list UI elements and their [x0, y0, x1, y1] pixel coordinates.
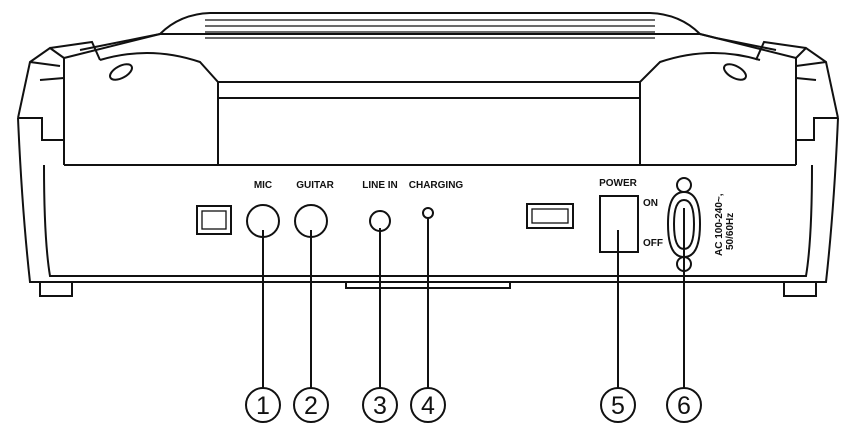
- ac-rating-label-line1: AC 100-240~,: [714, 193, 725, 256]
- callout-6: 6: [666, 387, 702, 423]
- line-in-label: LINE IN: [362, 180, 398, 191]
- callout-3-number: 3: [373, 392, 387, 420]
- charging-led: [422, 207, 434, 219]
- callout-4-number: 4: [421, 392, 435, 420]
- usb-port: [526, 203, 574, 229]
- callout-5: 5: [600, 387, 636, 423]
- callout-5-number: 5: [611, 392, 625, 420]
- callout-1: 1: [245, 387, 281, 423]
- off-label: OFF: [643, 238, 663, 249]
- power-label: POWER: [599, 178, 638, 189]
- on-label: ON: [643, 198, 658, 209]
- callout-1-number: 1: [256, 392, 270, 420]
- leader-lines: [262, 208, 685, 388]
- callout-3: 3: [362, 387, 398, 423]
- callout-4: 4: [410, 387, 446, 423]
- callout-6-number: 6: [677, 392, 691, 420]
- callout-2-number: 2: [304, 392, 318, 420]
- ac-rating-label-line2: 50/60Hz: [725, 213, 736, 250]
- optical-port: [196, 205, 232, 235]
- mic-label: MIC: [254, 180, 272, 191]
- guitar-label: GUITAR: [296, 180, 334, 191]
- charging-label: CHARGING: [409, 180, 464, 191]
- callout-2: 2: [293, 387, 329, 423]
